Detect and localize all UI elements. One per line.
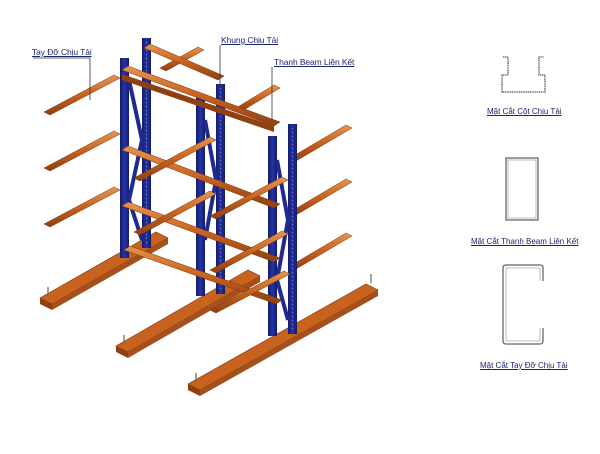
caption-beam-section: Mặt Cắt Thanh Beam Liên Kết (471, 237, 579, 246)
callout-beam: Thanh Beam Liên Kết (274, 57, 355, 67)
arms-right (235, 84, 353, 270)
section-column-shape (501, 56, 546, 93)
caption-arm-section: Mặt Cắt Tay Đỡ Chịu Tải (480, 361, 568, 370)
section-arm-shape (502, 264, 544, 345)
caption-column-section: Mặt Cắt Cột Chịu Tải (487, 107, 562, 116)
base-beams (39, 231, 379, 396)
section-beam-shape (505, 157, 539, 221)
arms-left (43, 46, 205, 228)
callout-frame: Khung Chịu Tải (221, 35, 279, 45)
arms-mid (133, 136, 291, 314)
callout-arm: Tay Đỡ Chịu Tải (32, 47, 92, 57)
